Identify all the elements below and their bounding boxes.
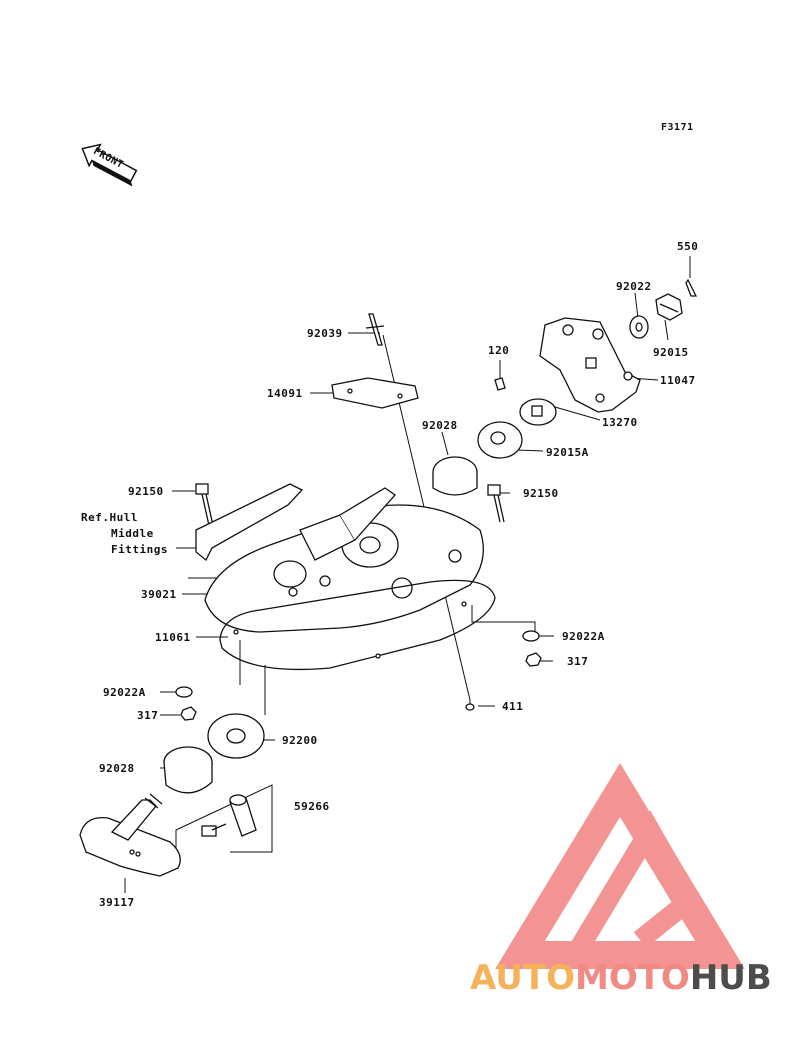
pin-92039 (368, 313, 383, 346)
washer-92022A-right (522, 630, 540, 642)
watermark-part1: AUTO (470, 958, 575, 998)
part-label-411: 411 (502, 700, 524, 713)
ref-note-line2: Middle (111, 527, 154, 540)
nut-317-right (525, 652, 542, 667)
nut-317-left (180, 706, 197, 721)
part-label-92015A: 92015A (546, 446, 589, 459)
part-label-92015: 92015 (653, 346, 689, 359)
washer-92022A-left (175, 686, 193, 698)
part-label-92022: 92022 (616, 280, 652, 293)
part-label-92150-left: 92150 (128, 485, 164, 498)
part-label-13270: 13270 (602, 416, 638, 429)
part-label-550: 550 (677, 240, 699, 253)
watermark-part3: HUB (689, 958, 772, 998)
castle-nut-92015 (655, 293, 683, 321)
ball-joint-59266 (201, 794, 257, 837)
housing-39021 (204, 504, 484, 633)
part-label-11061: 11061 (155, 631, 191, 644)
part-label-39021: 39021 (141, 588, 177, 601)
washer-411 (465, 703, 475, 711)
ref-note-line1: Ref.Hull (81, 511, 138, 524)
part-label-59266: 59266 (294, 800, 330, 813)
watermark-part2: MOTO (574, 958, 690, 998)
part-label-120: 120 (488, 344, 510, 357)
part-label-92028-top: 92028 (422, 419, 458, 432)
part-label-92022A-left: 92022A (103, 686, 146, 699)
watermark-text: AUTOMOTOHUB (470, 958, 772, 998)
part-label-92022A-right: 92022A (562, 630, 605, 643)
watermark-logo-icon (495, 762, 745, 969)
part-label-92150-right: 92150 (523, 487, 559, 500)
part-drawings (79, 256, 698, 893)
front-arrow-icon (81, 143, 138, 187)
part-label-92028-bottom: 92028 (99, 762, 135, 775)
part-label-11047: 11047 (660, 374, 696, 387)
lever-39117 (79, 816, 181, 877)
part-label-92200: 92200 (282, 734, 318, 747)
part-label-39117: 39117 (99, 896, 135, 909)
plate-14091 (331, 377, 419, 409)
part-label-317-left: 317 (137, 709, 159, 722)
bolt-120 (494, 377, 506, 391)
gasket-11061 (219, 579, 496, 671)
ref-note-line3: Fittings (111, 543, 168, 556)
bolt-92150-right (487, 484, 505, 523)
hull-middle-fittings (195, 483, 304, 562)
part-label-92039: 92039 (307, 327, 343, 340)
part-label-14091: 14091 (267, 387, 303, 400)
figure-code: F3171 (661, 122, 694, 133)
part-label-317-right: 317 (567, 655, 589, 668)
cotter-pin-550 (685, 278, 698, 297)
